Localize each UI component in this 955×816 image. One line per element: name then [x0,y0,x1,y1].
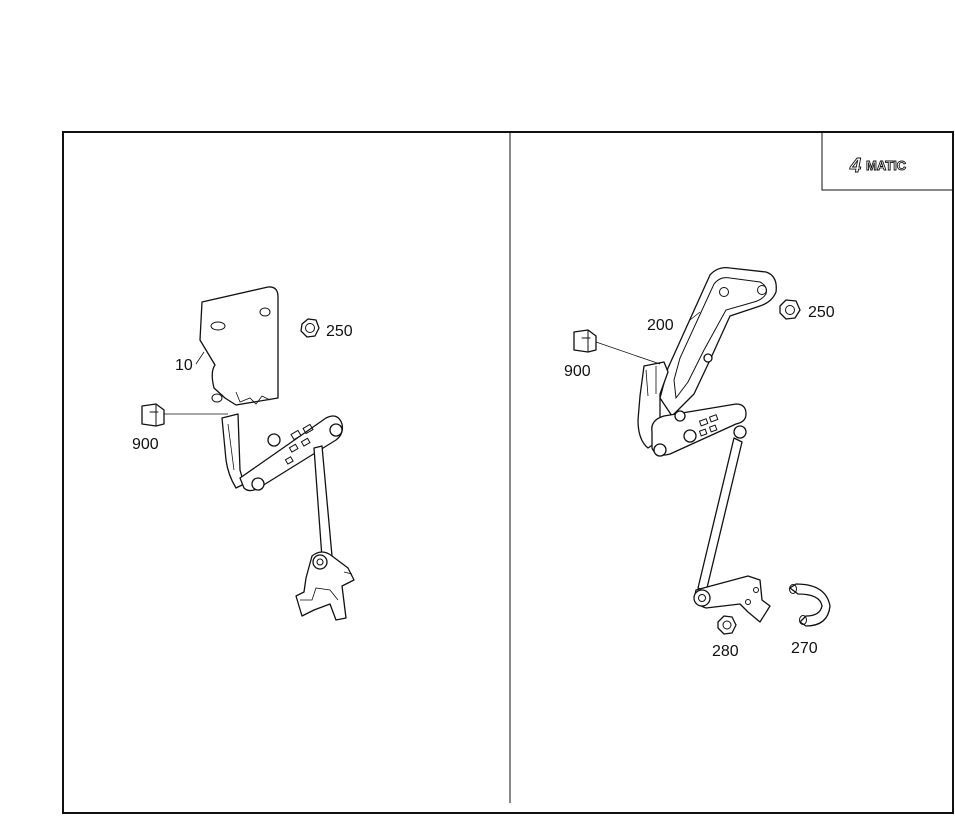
flange-nut-250-left [300,318,320,338]
left-assembly: 10 250 900 [132,286,355,621]
connecting-rod-right [697,437,743,593]
callout-250-right: 250 [808,304,835,321]
lever-arm-left [239,415,344,492]
callout-270-right: 270 [791,640,818,657]
callout-250-left: 250 [326,323,353,340]
4matic-badge: 4 MATIC [821,132,953,191]
lower-mount-right [693,575,771,623]
4matic-word: MATIC [866,158,907,173]
bracket-200 [659,267,777,417]
connector-900-left [141,403,228,427]
4matic-digit: 4 [849,155,861,177]
callout-10-left: 10 [175,357,193,374]
callout-200-right: 200 [647,317,674,334]
bracket-10 [199,286,279,406]
sensor-housing-right [637,361,669,449]
connecting-rod-left [313,445,333,559]
u-clip-270 [789,583,831,627]
right-assembly: 200 250 900 280 270 [564,267,835,660]
connector-900-right [573,329,661,365]
callout-900-right: 900 [564,363,591,380]
flange-nut-250-right [779,299,801,320]
lower-bracket-left [295,551,355,621]
callout-900-left: 900 [132,436,159,453]
lever-arm-right [651,403,747,457]
nut-280 [717,615,737,635]
diagram-frame [62,131,954,814]
callout-280-right: 280 [712,643,739,660]
